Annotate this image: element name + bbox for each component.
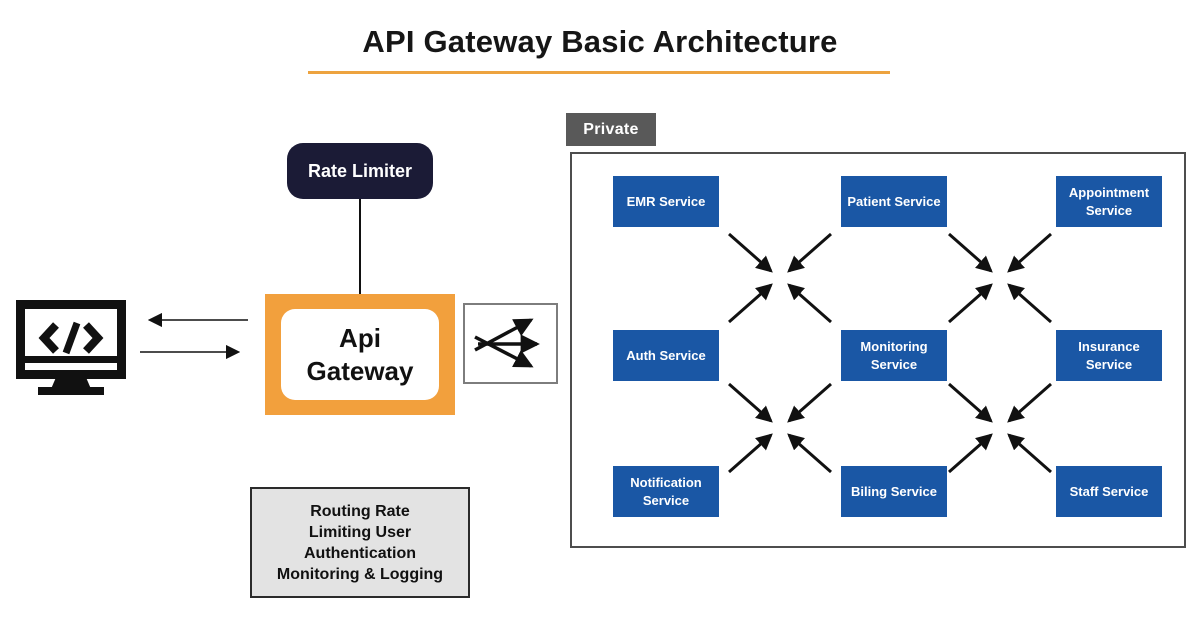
service-node-billing: Biling Service: [841, 466, 947, 517]
private-zone-label: Private: [583, 120, 639, 138]
service-node-insurance: Insurance Service: [1056, 330, 1162, 381]
api-gateway-label: Api Gateway: [281, 309, 439, 400]
client-gateway-arrows: [138, 306, 250, 371]
features-line: Authentication: [304, 544, 416, 562]
converge-arrows-icon: [935, 378, 1065, 478]
service-node-appointment: Appointment Service: [1056, 176, 1162, 227]
title-underline: [308, 71, 890, 74]
page-title: API Gateway Basic Architecture: [362, 24, 838, 59]
fanout-arrows-icon: [473, 317, 540, 368]
converge-arrows-icon: [715, 228, 845, 328]
converge-arrows-icon: [935, 228, 1065, 328]
service-node-emr: EMR Service: [613, 176, 719, 227]
service-node-patient: Patient Service: [841, 176, 947, 227]
service-node-staff: Staff Service: [1056, 466, 1162, 517]
code-monitor-icon: [14, 298, 129, 403]
features-line: Routing Rate: [310, 502, 410, 520]
rate-limiter-label: Rate Limiter: [307, 160, 413, 181]
rate-limiter-connector-line: [359, 199, 361, 294]
api-gateway-node: Api Gateway: [265, 294, 455, 415]
service-node-monitoring: Monitoring Service: [841, 330, 947, 381]
rate-limiter-node: Rate Limiter: [287, 143, 433, 199]
private-zone-tag: Private: [566, 113, 656, 146]
service-node-notification: Notification Service: [613, 466, 719, 517]
features-line: Limiting User: [308, 523, 412, 541]
converge-arrows-icon: [715, 378, 845, 478]
fanout-arrows-box: [463, 303, 558, 384]
gateway-features-box: Routing Rate Limiting User Authenticatio…: [250, 487, 470, 598]
service-node-auth: Auth Service: [613, 330, 719, 381]
features-line: Monitoring & Logging: [276, 565, 444, 583]
